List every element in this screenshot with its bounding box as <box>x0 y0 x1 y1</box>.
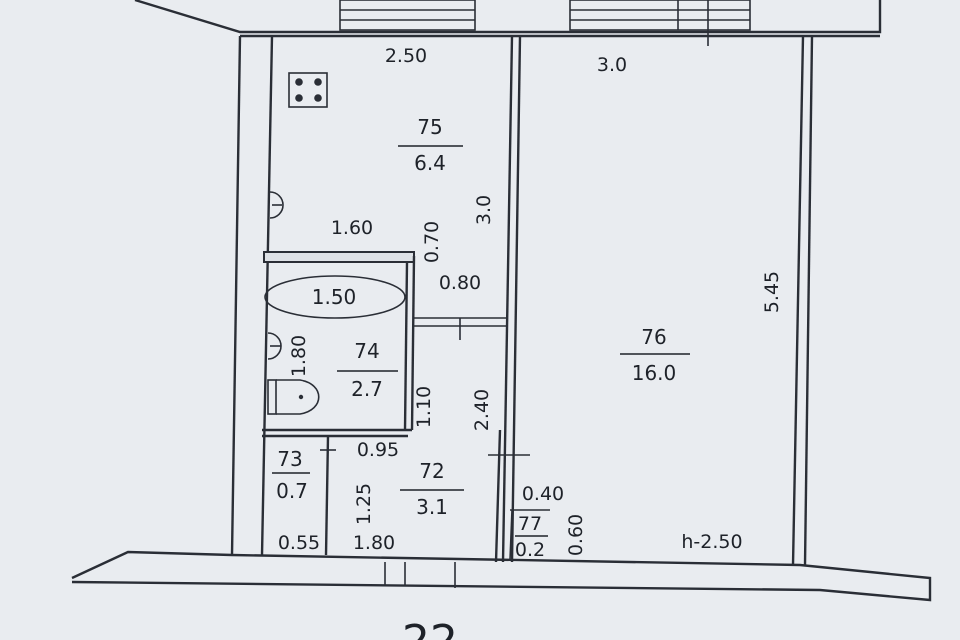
bottom-exterior-wall <box>71 550 932 602</box>
dim-hall-095: 0.95 <box>357 439 399 461</box>
dim-living-width: 3.0 <box>597 54 627 76</box>
left-exterior-wall <box>230 35 274 556</box>
toilet-area: 0.7 <box>276 479 308 503</box>
hall-area: 3.1 <box>416 495 448 519</box>
toilet-icon <box>267 379 320 415</box>
dim-kitchen-door: 1.60 <box>331 217 373 239</box>
dim-living-length: 5.45 <box>761 271 783 313</box>
dim-toilet-125: 1.25 <box>353 483 375 525</box>
right-exterior-wall <box>791 35 814 566</box>
kitchen-area: 6.4 <box>414 151 446 175</box>
kitchen-sink-icon <box>269 191 284 219</box>
dim-wall-110: 1.10 <box>413 386 435 428</box>
toilet-walls <box>320 435 336 556</box>
living-number: 76 <box>641 325 666 349</box>
top-exterior-wall <box>134 0 882 46</box>
ceiling-height-label: h-2.50 <box>681 531 742 553</box>
bathroom-sink-icon <box>267 332 282 360</box>
closet-area: 0.2 <box>515 539 545 561</box>
bathroom-area: 2.7 <box>351 377 383 401</box>
closet-number: 77 <box>518 513 542 535</box>
dim-closet-060: 0.60 <box>565 514 587 556</box>
stove-icon <box>288 72 328 108</box>
bottom-fragment-label: 22 <box>402 616 458 640</box>
dim-corridor-length: 3.0 <box>473 195 495 225</box>
dim-hall-180: 1.80 <box>353 532 395 554</box>
dim-door-080: 0.80 <box>439 272 481 294</box>
dim-bath-height: 1.80 <box>288 335 310 377</box>
bathroom-number: 74 <box>354 339 379 363</box>
dim-bath-width: 1.50 <box>312 285 357 309</box>
dim-kitchen-width: 2.50 <box>385 45 427 67</box>
dim-hall-240: 2.40 <box>471 389 493 431</box>
hall-number: 72 <box>419 459 444 483</box>
living-area: 16.0 <box>632 361 677 385</box>
dim-opening-070: 0.70 <box>421 221 443 263</box>
bathtub-icon <box>264 275 406 319</box>
closet-walls <box>488 429 550 563</box>
toilet-number: 73 <box>277 447 302 471</box>
bathroom-walls <box>262 251 506 438</box>
dim-closet-040: 0.40 <box>522 483 564 505</box>
kitchen-number: 75 <box>417 115 442 139</box>
central-partition <box>501 35 522 563</box>
dim-toilet-055: 0.55 <box>278 532 320 554</box>
